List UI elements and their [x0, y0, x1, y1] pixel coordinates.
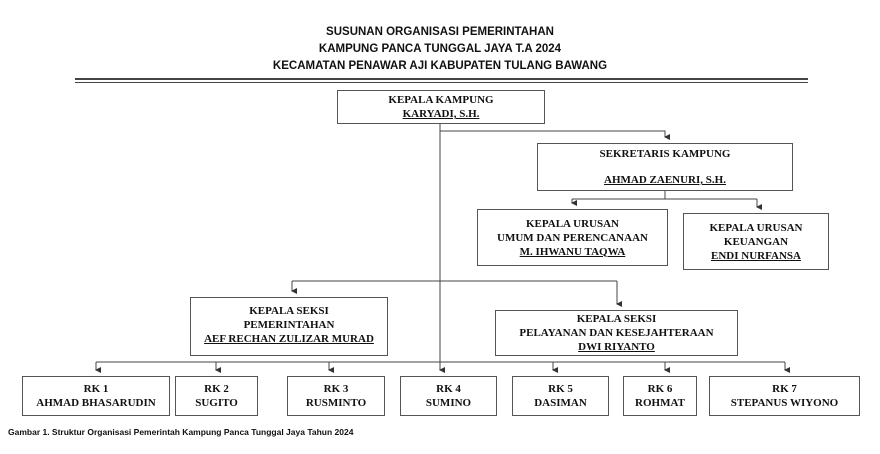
position-title: KEPALA SEKSI: [249, 305, 329, 317]
rk-label: RK 3: [323, 383, 349, 395]
person-name: DWI RIYANTO: [578, 341, 655, 353]
kaur-keuangan-box: KEPALA URUSAN KEUANGAN ENDI NURFANSA: [683, 213, 829, 270]
kasi-pemerintahan-box: KEPALA SEKSI PEMERINTAHAN AEF RECHAN ZUL…: [190, 297, 388, 356]
person-name: AEF RECHAN ZULIZAR MURAD: [204, 333, 374, 345]
rk-box: RK 1 AHMAD BHASARUDIN: [22, 376, 170, 416]
position-subtitle: KEUANGAN: [723, 235, 789, 248]
rk-name: AHMAD BHASARUDIN: [36, 397, 156, 409]
rk-name: STEPANUS WIYONO: [730, 397, 839, 409]
rk-label: RK 7: [772, 383, 797, 395]
position-title: KEPALA URUSAN: [525, 217, 619, 230]
header-line-3: KECAMATAN PENAWAR AJI KABUPATEN TULANG B…: [272, 60, 608, 72]
rk-box: RK 6 ROHMAT: [623, 376, 697, 416]
person-name: KARYADI, S.H.: [402, 108, 480, 120]
position-subtitle: PELAYANAN DAN KESEJAHTERAAN: [519, 327, 714, 339]
kepala-kampung-box: KEPALA KAMPUNG KARYADI, S.H.: [337, 90, 545, 124]
person-name: ENDI NURFANSA: [711, 249, 801, 262]
rk-name: RUSMINTO: [305, 397, 367, 409]
kaur-umum-box: KEPALA URUSAN UMUM DAN PERENCANAAN M. IH…: [477, 209, 668, 266]
rk-box: RK 2 SUGITO: [175, 376, 258, 416]
figure-caption: Gambar 1. Struktur Organisasi Pemerintah…: [8, 427, 354, 437]
rk-name: SUMINO: [425, 397, 472, 409]
position-subtitle: PEMERINTAHAN: [243, 319, 335, 331]
rk-label: RK 1: [83, 383, 109, 395]
position-title: SEKRETARIS KAMPUNG: [599, 148, 731, 160]
rk-name: SUGITO: [195, 397, 238, 409]
rk-name: ROHMAT: [635, 397, 685, 409]
header-line-2: KAMPUNG PANCA TUNGGAL JAYA T.A 2024: [318, 43, 562, 55]
rk-label: RK 2: [204, 383, 229, 395]
position-title: KEPALA SEKSI: [576, 313, 657, 325]
rk-label: RK 4: [436, 383, 461, 395]
position-title: KEPALA KAMPUNG: [388, 94, 494, 106]
position-title: KEPALA URUSAN: [709, 221, 803, 234]
rk-box: RK 7 STEPANUS WIYONO: [709, 376, 860, 416]
sekretaris-kampung-box: SEKRETARIS KAMPUNG AHMAD ZAENURI, S.H.: [537, 143, 793, 191]
header-line-1: SUSUNAN ORGANISASI PEMERINTAHAN: [326, 26, 554, 38]
kasi-pelayanan-box: KEPALA SEKSI PELAYANAN DAN KESEJAHTERAAN…: [495, 310, 738, 356]
rk-box: RK 4 SUMINO: [400, 376, 497, 416]
rk-label: RK 6: [647, 383, 673, 395]
rk-box: RK 3 RUSMINTO: [287, 376, 385, 416]
rk-box: RK 5 DASIMAN: [512, 376, 609, 416]
person-name: AHMAD ZAENURI, S.H.: [604, 174, 726, 186]
person-name: M. IHWANU TAQWA: [519, 245, 626, 258]
rk-label: RK 5: [548, 383, 573, 395]
position-subtitle: UMUM DAN PERENCANAAN: [497, 231, 648, 244]
rk-name: DASIMAN: [534, 397, 587, 409]
